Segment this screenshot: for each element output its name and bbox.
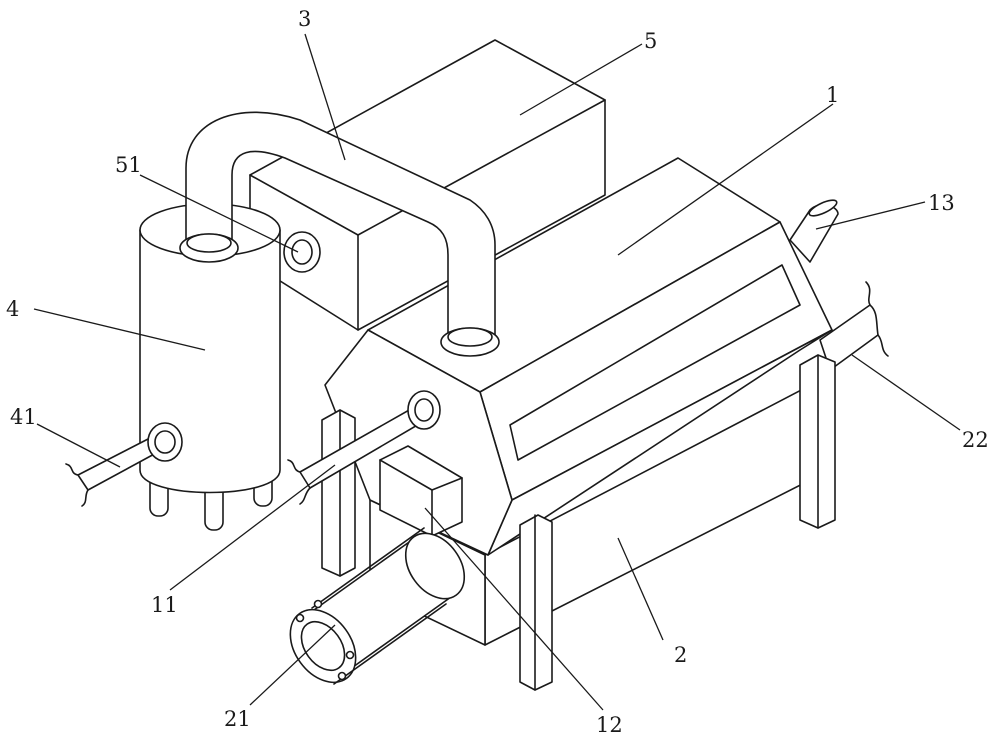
label-22: 22 (962, 428, 989, 452)
u-pipe-3 (179, 111, 500, 357)
label-2: 2 (674, 643, 687, 667)
support-legs (321, 354, 836, 691)
label-51: 51 (115, 153, 142, 177)
outlet-pipe-22 (819, 281, 889, 371)
reference-numerals: 1 2 3 4 5 11 12 13 21 22 41 51 (6, 7, 989, 737)
label-3: 3 (298, 7, 311, 31)
label-4: 4 (6, 297, 19, 321)
label-41: 41 (10, 405, 37, 429)
label-12: 12 (596, 713, 623, 737)
leader-lines (33, 33, 961, 711)
label-5: 5 (644, 29, 657, 53)
label-13: 13 (928, 191, 955, 215)
label-21: 21 (224, 707, 251, 731)
tank-4 (65, 203, 281, 531)
inlet-nozzle-13 (789, 199, 839, 263)
label-1: 1 (826, 83, 839, 107)
nozzle-51 (283, 231, 321, 273)
cylinder-21 (289, 527, 466, 685)
label-11: 11 (151, 593, 178, 617)
side-box-12 (379, 445, 463, 537)
